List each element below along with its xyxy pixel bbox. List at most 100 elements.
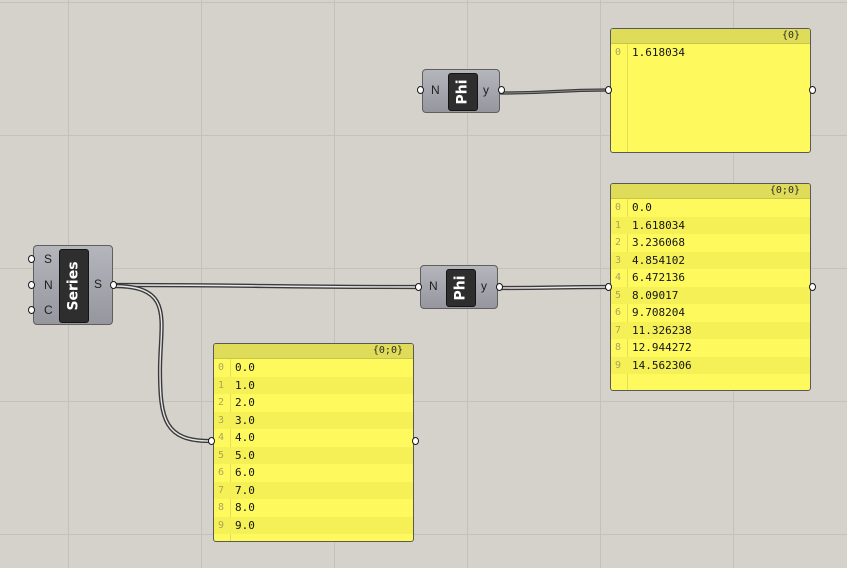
- panel-header: {0;0}: [214, 344, 413, 359]
- wire-phi-top-to-panel: [499, 88, 609, 95]
- component-nickname-box: Phi: [446, 269, 476, 307]
- panel-row: 9 14.562306: [611, 356, 810, 374]
- input-grip[interactable]: [605, 86, 612, 94]
- output-grip[interactable]: [498, 86, 505, 94]
- row-index: 2: [615, 237, 622, 248]
- row-index: 3: [218, 414, 225, 426]
- input-label-c: C: [44, 303, 53, 317]
- wire-series-to-phi: [111, 282, 421, 290]
- output-label-y: y: [483, 83, 489, 97]
- component-nickname: Phi: [455, 79, 471, 105]
- series-component[interactable]: S N C Series S: [33, 245, 113, 325]
- row-index: 3: [615, 254, 622, 266]
- row-index: 0: [218, 362, 225, 373]
- input-grip[interactable]: [208, 437, 215, 445]
- row-value: 14.562306: [632, 358, 692, 372]
- row-value: 3.0: [235, 413, 255, 427]
- output-grip[interactable]: [412, 437, 419, 445]
- panel-row: 6 9.708204: [611, 304, 810, 322]
- row-value: 7.0: [235, 483, 255, 497]
- panel-row: 8 12.944272: [611, 339, 810, 357]
- wire-phi-mid-to-panel: [497, 284, 610, 291]
- component-nickname-box: Series: [59, 249, 89, 323]
- component-nickname: Phi: [453, 275, 469, 301]
- row-value: 1.618034: [632, 218, 685, 232]
- phi-component-top[interactable]: N Phi y: [422, 69, 500, 113]
- row-value: 6.0: [235, 466, 255, 479]
- row-value: 9.0: [235, 518, 255, 532]
- output-grip[interactable]: [809, 86, 816, 94]
- row-value: 6.472136: [632, 271, 685, 284]
- phi-component-middle[interactable]: N Phi y: [420, 265, 498, 309]
- row-value: 1.0: [235, 378, 255, 392]
- row-index: 1: [218, 379, 225, 391]
- panel-row: 1 1.618034: [611, 216, 810, 234]
- panel-top[interactable]: {0} 0 1.618034: [610, 28, 811, 153]
- input-label-n: N: [429, 279, 438, 293]
- panel-header: {0}: [611, 29, 810, 44]
- panel-row: 4 6.472136: [611, 269, 810, 287]
- input-grip[interactable]: [415, 283, 422, 291]
- panel-row: 0 1.618034: [611, 44, 810, 62]
- panel-body: 0 1.618034: [611, 44, 810, 152]
- input-label-s: S: [44, 252, 53, 266]
- row-value: 4.854102: [632, 253, 685, 267]
- output-grip[interactable]: [809, 283, 816, 291]
- branch-path: {0;0}: [372, 345, 403, 356]
- input-grip-s[interactable]: [28, 255, 35, 263]
- row-index: 7: [218, 484, 225, 496]
- input-grip[interactable]: [417, 86, 424, 94]
- row-value: 1.618034: [632, 46, 685, 59]
- input-grip-c[interactable]: [28, 306, 35, 314]
- row-index: 0: [615, 47, 622, 58]
- output-grip[interactable]: [110, 281, 117, 289]
- row-index: 0: [615, 202, 622, 213]
- row-index: 8: [218, 502, 225, 513]
- row-index: 1: [615, 219, 622, 231]
- row-value: 2.0: [235, 396, 255, 409]
- input-label-n: N: [431, 83, 440, 97]
- row-value: 0.0: [632, 201, 652, 214]
- component-nickname: Series: [66, 261, 83, 311]
- panel-row: 3 4.854102: [611, 251, 810, 269]
- input-grip-n[interactable]: [28, 281, 35, 289]
- wire-series-to-bottom-panel: [111, 283, 213, 444]
- row-value: 9.708204: [632, 306, 685, 319]
- row-value: 5.0: [235, 448, 255, 462]
- output-label-s: S: [94, 277, 103, 291]
- output-label-y: y: [481, 279, 487, 293]
- row-index: 6: [615, 307, 622, 318]
- input-label-n: N: [44, 278, 53, 292]
- output-grip[interactable]: [496, 283, 503, 291]
- row-index: 9: [615, 359, 622, 371]
- row-index: 9: [218, 519, 225, 531]
- row-index: 8: [615, 342, 622, 353]
- row-value: 4.0: [235, 431, 255, 444]
- row-index: 4: [615, 272, 622, 283]
- input-grip[interactable]: [605, 283, 612, 291]
- row-value: 12.944272: [632, 341, 692, 354]
- branch-path: {0}: [781, 30, 800, 41]
- row-index: 6: [218, 467, 225, 478]
- row-value: 0.0: [235, 361, 255, 374]
- row-index: 4: [218, 432, 225, 443]
- row-value: 8.0: [235, 501, 255, 514]
